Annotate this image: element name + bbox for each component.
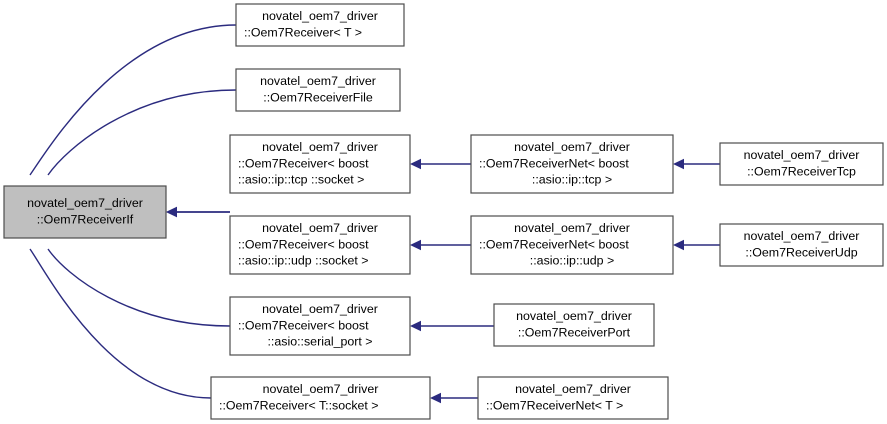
class-node-label-line: novatel_oem7_driver [262,221,378,235]
class-node-label-line: ::Oem7ReceiverIf [37,212,134,226]
class-node-box [229,215,411,275]
class-node-oem7receiverudp[interactable]: novatel_oem7_driver::Oem7ReceiverUdp [719,223,884,267]
class-node-box [3,185,167,239]
class-node-box [470,134,674,194]
class-node-label-line: ::Oem7ReceiverUdp [745,245,857,259]
class-node-label-line: novatel_oem7_driver [262,9,378,23]
class-node-label-line: ::Oem7Receiver< T::socket > [219,398,379,412]
class-node-oem7receiver-serial-port[interactable]: novatel_oem7_driver::Oem7Receiver< boost… [229,296,411,356]
class-node-label-line: ::Oem7ReceiverNet< boost [479,237,629,251]
node-layer: novatel_oem7_driver::Oem7ReceiverIfnovat… [3,3,884,420]
inheritance-edge-oem7receivernet-t-to-oem7receiver-tsocket [430,392,478,404]
inheritance-edge-oem7receiverport-to-oem7receiver-serial-port [410,320,494,332]
class-node-label-line: novatel_oem7_driver [515,382,631,396]
inheritance-edge-line [29,24,237,176]
class-node-box [477,376,669,420]
class-node-oem7receiver-t[interactable]: novatel_oem7_driver::Oem7Receiver< T > [235,3,405,47]
class-node-label-line: ::Oem7ReceiverNet< boost [479,156,629,170]
class-node-oem7receiverfile[interactable]: novatel_oem7_driver::Oem7ReceiverFile [235,68,401,112]
class-node-oem7receiver-udp-socket[interactable]: novatel_oem7_driver::Oem7Receiver< boost… [229,215,411,275]
class-node-label-line: novatel_oem7_driver [744,148,860,162]
class-node-label-line: ::Oem7ReceiverNet< T > [486,398,623,412]
class-node-box [229,134,411,194]
class-node-box [719,223,884,267]
class-node-box [235,68,401,112]
class-node-label-line: novatel_oem7_driver [516,309,632,323]
inheritance-edge-oem7receiver-t-to-oem7receiverif [24,24,237,197]
inheritance-arrow-icon [410,320,421,332]
class-node-label-line: novatel_oem7_driver [744,229,860,243]
inheritance-arrow-icon [673,239,684,251]
class-node-label-line: ::asio::ip::tcp > [532,172,612,186]
inheritance-edge-oem7receiverfile-to-oem7receiverif [42,89,237,197]
class-node-label-line: ::Oem7Receiver< boost [238,318,369,332]
inheritance-edge-oem7receivernet-udp-to-oem7receiver-udp-socket [410,239,471,251]
inheritance-edge-line [47,248,231,327]
class-node-label-line: ::Oem7Receiver< boost [238,237,369,251]
class-node-label-line: ::Oem7Receiver< T > [244,25,362,39]
inheritance-edge-oem7receivernet-tcp-to-oem7receiver-tcp-socket [410,158,471,170]
class-node-label-line: novatel_oem7_driver [514,140,630,154]
class-node-box [719,142,884,186]
inheritance-edge-line [29,248,212,399]
class-node-label-line: novatel_oem7_driver [27,196,143,210]
class-node-label-line: novatel_oem7_driver [514,221,630,235]
inheritance-arrow-icon [410,239,421,251]
class-node-label-line: ::Oem7ReceiverFile [263,90,373,104]
inheritance-edge-line [47,89,237,176]
class-node-label-line: novatel_oem7_driver [263,382,379,396]
class-node-box [210,376,431,420]
class-node-label-line: ::Oem7ReceiverTcp [747,164,856,178]
class-node-label-line: ::asio::ip::udp ::socket > [238,253,369,267]
class-node-oem7receiver-tcp-socket[interactable]: novatel_oem7_driver::Oem7Receiver< boost… [229,134,411,194]
class-node-oem7receivernet-tcp[interactable]: novatel_oem7_driver::Oem7ReceiverNet< bo… [470,134,674,194]
inheritance-edge-oem7receiverudp-to-oem7receivernet-udp [673,239,720,251]
class-node-label-line: novatel_oem7_driver [262,140,378,154]
class-node-box [470,215,674,275]
inheritance-arrow-icon [166,206,177,218]
class-node-oem7receiverport[interactable]: novatel_oem7_driver::Oem7ReceiverPort [493,303,655,347]
inheritance-arrow-icon [430,392,441,404]
class-node-box [493,303,655,347]
inheritance-edge-oem7receivertcp-to-oem7receivernet-tcp [673,158,720,170]
class-node-label-line: novatel_oem7_driver [260,74,376,88]
inheritance-arrow-icon [673,158,684,170]
class-node-label-line: ::Oem7ReceiverPort [518,325,631,339]
class-node-box [229,296,411,356]
inheritance-arrow-icon [410,158,421,170]
class-node-label-line: novatel_oem7_driver [262,302,378,316]
class-node-oem7receivernet-t[interactable]: novatel_oem7_driver::Oem7ReceiverNet< T … [477,376,669,420]
class-node-oem7receiverif[interactable]: novatel_oem7_driver::Oem7ReceiverIf [3,185,167,239]
class-node-label-line: ::asio::ip::udp > [530,253,614,267]
inheritance-edge-oem7receiver-udp-socket-to-oem7receiverif [166,206,230,218]
class-node-oem7receivernet-udp[interactable]: novatel_oem7_driver::Oem7ReceiverNet< bo… [470,215,674,275]
class-node-label-line: ::asio::ip::tcp ::socket > [238,172,364,186]
class-node-label-line: ::asio::serial_port > [267,334,372,348]
class-node-label-line: ::Oem7Receiver< boost [238,156,369,170]
inheritance-edge-oem7receiver-tsocket-to-oem7receiverif [24,227,212,399]
class-node-oem7receivertcp[interactable]: novatel_oem7_driver::Oem7ReceiverTcp [719,142,884,186]
class-node-oem7receiver-tsocket[interactable]: novatel_oem7_driver::Oem7Receiver< T::so… [210,376,431,420]
class-node-box [235,3,405,47]
